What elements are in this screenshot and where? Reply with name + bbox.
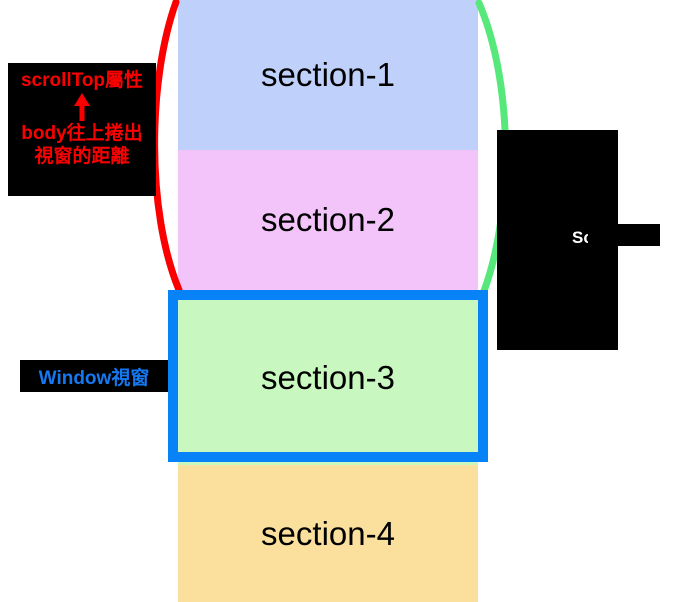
up-arrow-icon bbox=[74, 93, 90, 121]
scrolltop-note-line-3: 視窗的距離 bbox=[34, 146, 130, 167]
window-label-box: Window視窗 bbox=[20, 360, 168, 392]
red-arc-left bbox=[151, 0, 183, 294]
section-1-label: section-1 bbox=[261, 56, 395, 93]
section-4-label: section-4 bbox=[261, 514, 395, 552]
section-block-3: section-3 bbox=[178, 290, 478, 465]
scrolltop-note-line-1: scrollTop屬性 bbox=[20, 70, 144, 91]
scrolltop-note-line-2: body往上捲出 bbox=[21, 123, 143, 144]
section-block-4: section-4 bbox=[178, 465, 478, 602]
scrolltop-note-box: scrollTop屬性 body往上捲出 視窗的距離 bbox=[8, 63, 156, 196]
scroll-annotation-redaction-bar bbox=[588, 224, 660, 246]
section-2-label: section-2 bbox=[261, 201, 395, 238]
section-3-label: section-3 bbox=[261, 358, 395, 396]
section-block-1: section-1 bbox=[178, 0, 478, 150]
scroll-annotation-text: Sc bbox=[572, 228, 593, 247]
section-block-2: section-2 bbox=[178, 150, 478, 290]
window-label-text: Window視窗 bbox=[38, 367, 150, 389]
